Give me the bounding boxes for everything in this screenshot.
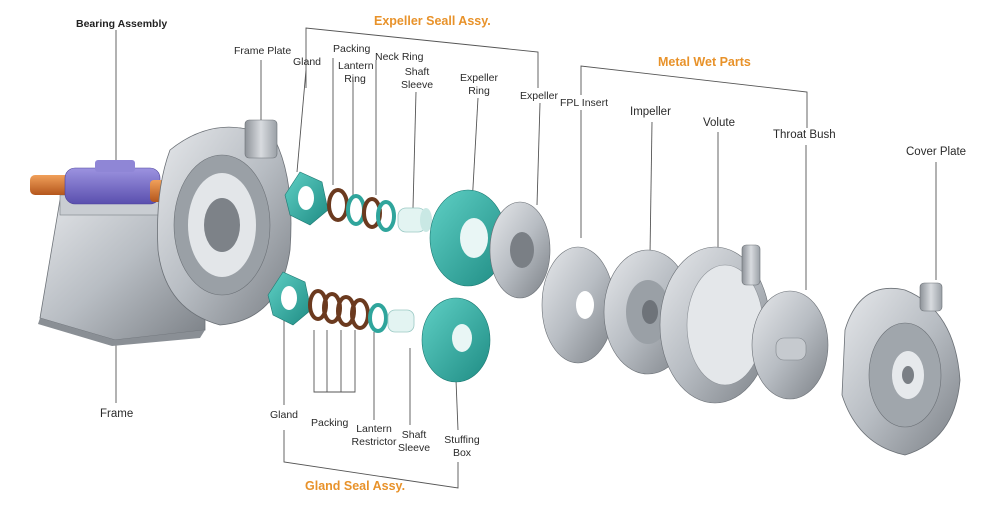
gland-seal-parts (267, 271, 491, 383)
label-lantern-restrictor-line1: Lantern (356, 423, 392, 435)
label-volute: Volute (703, 117, 735, 129)
label-lantern-restrictor-line2: Restrictor (351, 436, 397, 448)
label-stuffing-box-line2: Box (452, 447, 472, 459)
label-gland-bottom: Gland (270, 409, 299, 421)
label-expeller-ring: Expeller Ring (458, 72, 500, 98)
label-frame-plate: Frame Plate (234, 45, 292, 57)
label-expeller-ring-line1: Expeller (460, 72, 498, 84)
gland-seal-assy-title: Gland Seal Assy. (305, 479, 406, 493)
label-lantern-ring-line2: Ring (344, 73, 366, 85)
frame-plate (157, 119, 292, 326)
label-packing-bottom: Packing (311, 417, 349, 429)
label-shaft-sleeve-bottom-line1: Shaft (401, 429, 427, 441)
metal-wet-parts (541, 244, 961, 456)
label-shaft-sleeve-top-line2: Sleeve (400, 79, 434, 91)
expeller-seal-assy-title: Expeller Seall Assy. (374, 14, 491, 28)
label-shaft-sleeve-bottom-line2: Sleeve (398, 442, 431, 454)
label-stuffing-box-line1: Stuffing (444, 434, 480, 446)
label-gland-top: Gland (293, 56, 322, 68)
label-frame: Frame (100, 408, 134, 420)
label-shaft-sleeve-top: Shaft Sleeve (400, 66, 434, 92)
metal-wet-parts-title: Metal Wet Parts (658, 55, 751, 69)
label-expeller-ring-line2: Ring (468, 85, 490, 97)
label-packing-top: Packing (333, 43, 371, 55)
label-throat-bush: Throat Bush (773, 129, 836, 141)
label-stuffing-box: Stuffing Box (441, 434, 483, 460)
label-fpl-insert: FPL Insert (560, 97, 609, 109)
label-impeller: Impeller (630, 106, 671, 118)
label-bearing-assembly: Bearing Assembly (76, 18, 168, 30)
leader-lines (115, 27, 937, 489)
label-expeller: Expeller (520, 90, 558, 102)
label-lantern-ring-line1: Lantern (338, 60, 374, 72)
label-shaft-sleeve-top-line1: Shaft (404, 66, 430, 78)
label-lantern-ring: Lantern Ring (338, 60, 374, 86)
expeller-seal-parts (284, 171, 551, 299)
label-shaft-sleeve-bottom: Shaft Sleeve (398, 429, 430, 455)
label-lantern-restrictor: Lantern Restrictor (350, 423, 398, 449)
label-cover-plate: Cover Plate (906, 146, 967, 158)
label-neck-ring: Neck Ring (375, 51, 424, 63)
